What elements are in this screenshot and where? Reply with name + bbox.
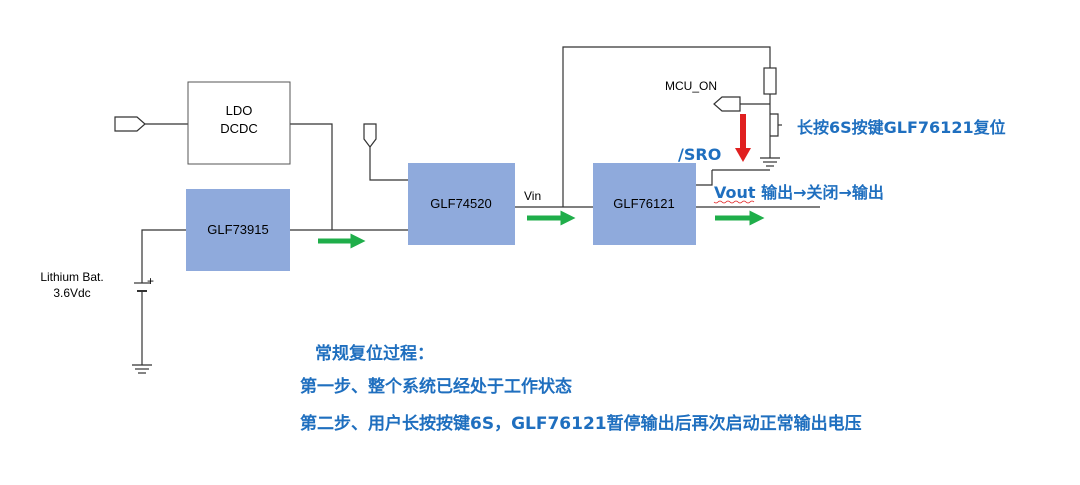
glf76121-label: GLF76121	[613, 196, 674, 211]
process-title: 常规复位过程：	[315, 343, 434, 364]
vout-prefix: Vout	[714, 183, 756, 202]
block-ldo-dcdc: LDO DCDC	[187, 81, 291, 165]
wire-battery-73915	[141, 229, 186, 283]
svg-text:+: +	[147, 274, 154, 288]
block-glf74520: GLF74520	[408, 163, 515, 245]
battery-label-line2: 3.6Vdc	[53, 286, 90, 300]
ldo-label: LDO	[226, 103, 253, 118]
wire-enable-74520	[369, 145, 408, 181]
red-arrow-down-icon	[735, 114, 751, 162]
process-step-1: 第一步、整个系统已经处于工作状态	[300, 376, 572, 397]
ground-icon	[760, 148, 780, 167]
battery-icon: +	[134, 274, 154, 298]
button-note: 长按6S按键GLF76121复位	[797, 118, 1006, 137]
push-button-icon	[770, 113, 782, 137]
wire-ldo-bus	[290, 123, 333, 230]
vout-underline	[713, 200, 755, 204]
input-connector-icon	[114, 116, 146, 132]
block-glf73915: GLF73915	[186, 189, 290, 271]
dcdc-label: DCDC	[220, 121, 258, 136]
glf73915-label: GLF73915	[207, 222, 268, 237]
vin-label: Vin	[524, 189, 541, 203]
wires	[141, 46, 820, 365]
mcu-on-label: MCU_ON	[665, 79, 717, 93]
vout-sequence: 输出→关闭→输出	[756, 183, 884, 202]
mcu-on-connector-icon	[713, 96, 741, 112]
sro-label: /SRO	[678, 145, 721, 164]
glf74520-label: GLF74520	[430, 196, 491, 211]
battery-label-line1: Lithium Bat.	[40, 270, 103, 284]
wire-sro-pin	[696, 170, 713, 186]
resistor-icon	[763, 67, 777, 95]
enable-connector-icon	[363, 123, 377, 148]
process-step-2: 第二步、用户长按按键6S，GLF76121暂停输出后再次启动正常输出电压	[300, 413, 862, 434]
block-glf76121: GLF76121	[593, 163, 696, 245]
wire-top-loop	[562, 46, 771, 207]
battery-ground-icon	[132, 364, 152, 374]
vout-note: Vout 输出→关闭→输出	[714, 183, 884, 202]
